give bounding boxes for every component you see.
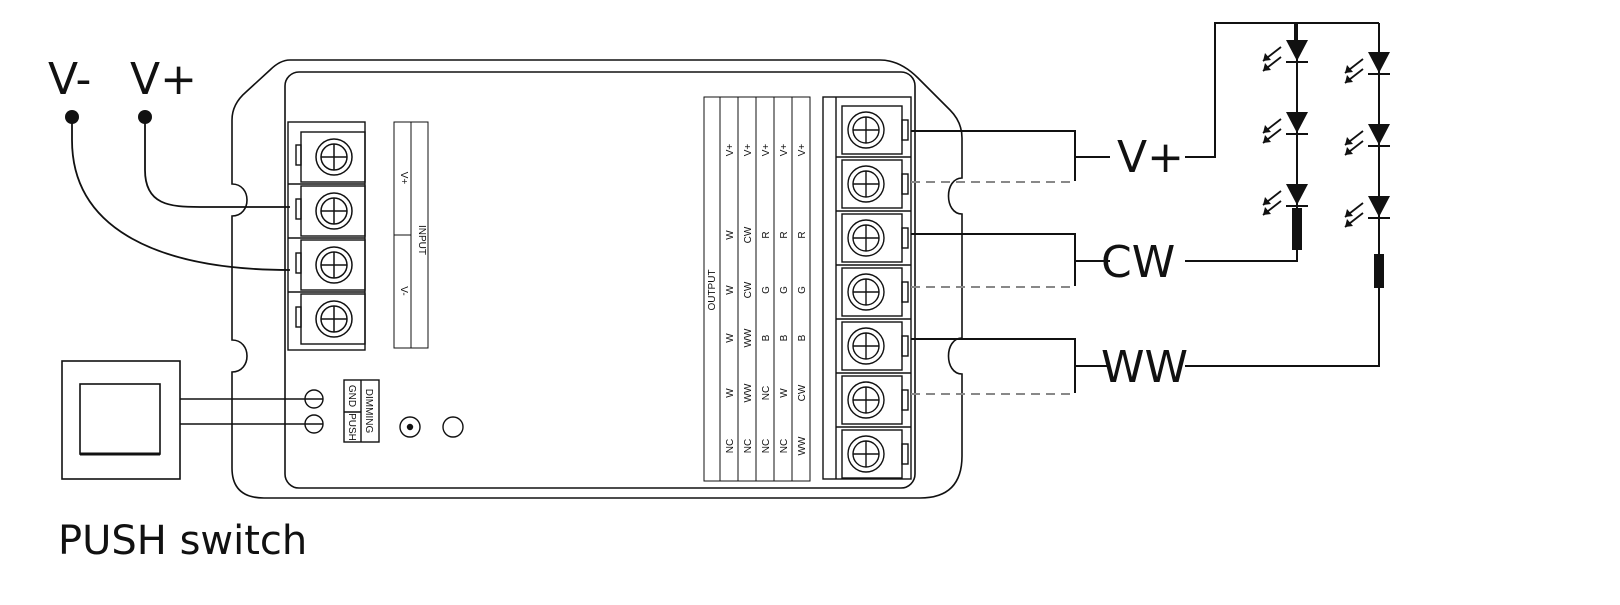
dimming-gnd-label: GND: [346, 385, 357, 407]
output-table-cell: W: [725, 388, 736, 398]
output-table-cell: WW: [797, 436, 808, 455]
input-label-panel: [393, 121, 429, 349]
output-screw: [836, 375, 911, 428]
input-screw-4: [315, 300, 353, 338]
output-table-cell: NC: [725, 439, 736, 453]
output-table-cell: W: [725, 333, 736, 343]
led-diode: [1344, 196, 1390, 228]
output-table-cell: V+: [761, 144, 772, 157]
indicator-leds: [399, 416, 464, 438]
dimming-push-label: PUSH: [346, 413, 357, 441]
input-screw-2: [315, 192, 353, 230]
output-table-cell: B: [761, 334, 772, 341]
output-table-cell: V+: [725, 144, 736, 157]
output-table-cells: V+WWWWNCV+CWCWWWWWNCV+RGBNCNCV+RGBWNCV+R…: [725, 144, 808, 456]
led-diode: [1262, 40, 1308, 72]
output-wiring: [911, 22, 1380, 395]
output-screw: [836, 159, 911, 212]
output-table-cell: V+: [797, 144, 808, 157]
supply-wires: [71, 117, 291, 271]
output-table-title: OUTPUT: [707, 269, 718, 310]
vplus-terminal-dot: [138, 110, 152, 124]
output-table-cell: V+: [743, 144, 754, 157]
push-switch: [61, 360, 181, 480]
output-table-cell: G: [761, 286, 772, 294]
input-screw-1: [315, 138, 353, 176]
output-table-cell: NC: [761, 439, 772, 453]
output-table-cell: V+: [779, 144, 790, 157]
output-table-cell: B: [797, 334, 808, 341]
output-table-cell: NC: [779, 439, 790, 453]
output-table-cell: G: [797, 286, 808, 294]
resistor: [1292, 208, 1302, 250]
dimming-terminal: [304, 379, 380, 443]
input-screw-3: [315, 246, 353, 284]
output-table-cell: W: [779, 388, 790, 398]
output-table-cell: G: [779, 286, 790, 294]
dimming-title: DIMMING: [363, 389, 374, 434]
output-table-cell: W: [725, 285, 736, 295]
led-diode: [1344, 124, 1390, 156]
input-title: INPUT: [416, 225, 427, 255]
output-screw: [836, 267, 911, 320]
output-table: [703, 96, 811, 482]
resistor: [1374, 254, 1384, 288]
output-screw: [841, 429, 909, 479]
output-table-cell: R: [761, 231, 772, 238]
output-table-cell: WW: [743, 328, 754, 347]
output-table-cell: WW: [743, 383, 754, 402]
output-screw: [836, 213, 911, 266]
output-screw: [836, 105, 911, 158]
output-table-cell: NC: [761, 386, 772, 400]
led-diode: [1262, 184, 1308, 216]
output-cw-label: CW: [1101, 237, 1175, 288]
output-table-cell: W: [725, 230, 736, 240]
output-screws: [836, 105, 911, 479]
led-diode: [1344, 52, 1390, 84]
output-ww-label: WW: [1101, 342, 1188, 393]
push-switch-caption: PUSH switch: [58, 518, 308, 564]
output-table-cell: CW: [743, 226, 754, 243]
input-vminus-label: V-: [398, 286, 409, 295]
vminus-terminal-dot: [65, 110, 79, 124]
output-table-cell: NC: [743, 439, 754, 453]
output-screw: [836, 321, 911, 374]
supply-vminus-label: V-: [48, 54, 91, 105]
output-table-cell: CW: [743, 281, 754, 298]
output-table-cell: CW: [797, 384, 808, 401]
output-vplus-label: V+: [1117, 132, 1184, 183]
output-table-cell: R: [797, 231, 808, 238]
input-vplus-label: V+: [398, 172, 409, 185]
led-strings: [1262, 23, 1390, 292]
led-diode: [1262, 112, 1308, 144]
supply-vplus-label: V+: [130, 54, 197, 105]
controller-housing: [231, 59, 963, 499]
input-terminal-block: [287, 121, 366, 351]
output-table-cell: B: [779, 334, 790, 341]
push-switch-wires: [180, 398, 305, 425]
output-table-cell: R: [779, 231, 790, 238]
